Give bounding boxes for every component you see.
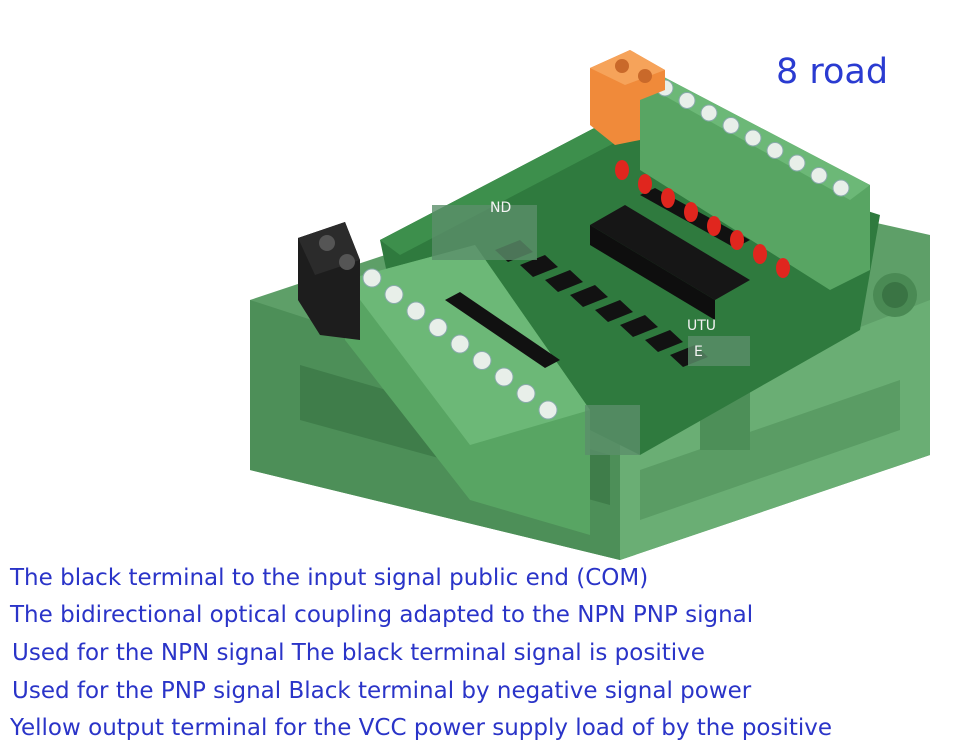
optocoupler-icon (520, 255, 558, 277)
screw-icon (638, 69, 652, 83)
caption-line: The bidirectional optical coupling adapt… (6, 599, 758, 631)
screw-icon (788, 154, 806, 172)
led-icon (638, 174, 652, 194)
screw-icon (700, 104, 718, 122)
optocoupler-icon (595, 300, 633, 322)
screw-icon (744, 129, 762, 147)
optocoupler-icon (645, 330, 683, 352)
screw-icon (538, 400, 558, 420)
caption-line: Used for the PNP signal Black terminal b… (8, 675, 756, 707)
led-icon (661, 188, 675, 208)
led-icon (707, 216, 721, 236)
screw-icon (494, 367, 514, 387)
screw-icon (319, 235, 335, 251)
led-icon (615, 160, 629, 180)
screw-icon (428, 318, 448, 337)
screw-icon (832, 179, 850, 197)
board-label: ND (490, 200, 512, 216)
screw-icon (362, 268, 382, 288)
caption-line: Yellow output terminal for the VCC power… (6, 712, 837, 744)
led-icon (776, 258, 790, 278)
board-label: E (694, 344, 703, 360)
led-icon (730, 230, 744, 250)
black-terminal-com (298, 222, 360, 340)
screw-icon (384, 285, 404, 304)
screw-icon (615, 59, 629, 73)
caption-line: The black terminal to the input signal p… (6, 562, 653, 594)
screw-icon (339, 254, 355, 270)
optocoupler-icon (545, 270, 583, 292)
optocoupler-icon (620, 315, 658, 337)
led-icon (684, 202, 698, 222)
caption-line: Used for the NPN signal The black termin… (8, 637, 709, 669)
resistor-array (445, 292, 560, 368)
led-icon (753, 244, 767, 264)
yellow-vcc-terminal (590, 50, 665, 145)
screw-icon (406, 301, 426, 321)
screw-icon (516, 384, 536, 403)
headline: 8 road (776, 52, 889, 92)
chip-icon (590, 205, 750, 320)
optocoupler-icon (570, 285, 608, 307)
board-label: UTU (687, 318, 717, 334)
screw-icon (450, 334, 470, 354)
screw-icon (810, 167, 828, 184)
screw-icon (472, 351, 492, 370)
screw-icon (722, 117, 740, 134)
screw-icon (678, 92, 696, 109)
screw-icon (766, 142, 784, 159)
